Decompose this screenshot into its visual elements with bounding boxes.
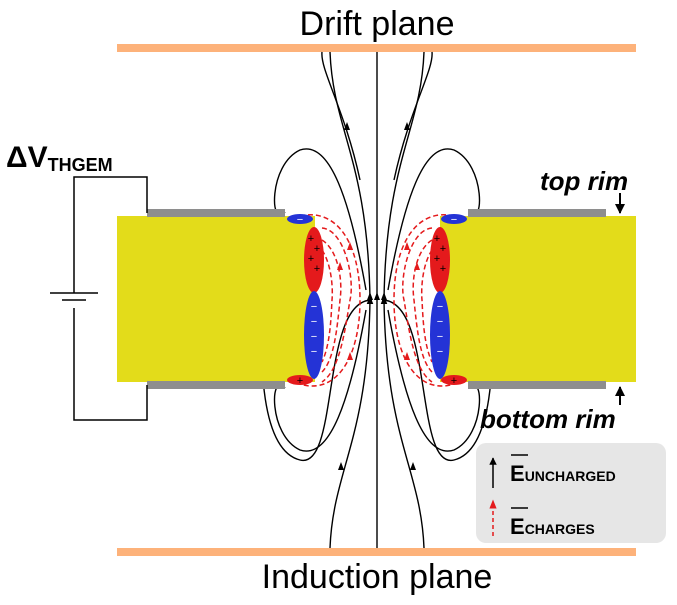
legend-box [476,443,666,543]
drift-plane-label: Drift plane [300,5,455,43]
negative-charge-lower-left [304,291,324,379]
charge-sign: − [311,346,317,358]
positive-charge-bottom-left [287,375,313,385]
negative-charge-lower-right [430,291,450,379]
legend-charges-label: ECHARGES [510,514,595,539]
charge-sign: − [297,214,303,226]
charge-sign: + [314,263,320,275]
thgem-substrate-left [117,216,315,382]
voltage-circuit [50,176,148,421]
voltage-label: ΔVTHGEM [6,141,113,175]
bottom-rim-left [147,381,285,389]
charge-sign: + [314,243,320,255]
negative-charge-top-right [441,214,467,224]
charge-sign: + [434,253,440,265]
charges-field-arrows [337,242,420,360]
charge-sign: − [311,331,317,343]
charge-sign: − [437,316,443,328]
field-loop-left-outer [273,148,367,291]
charge-sign: − [451,214,457,226]
thgem-substrate-right [440,216,636,382]
field-loop-right-outer [387,148,481,291]
negative-charge-top-left [287,214,313,224]
induction-plane-electrode [117,548,636,556]
charge-sign: + [440,263,446,275]
charge-sign: − [311,316,317,328]
legend: EUNCHARGED ECHARGES [476,443,666,543]
charge-sign: + [308,233,314,245]
charges-field-lines [299,214,455,387]
charge-sign: + [434,233,440,245]
charge-sign: + [308,253,314,265]
positive-charge-upper-right [430,227,450,293]
top-rim-label: top rim [540,166,628,196]
legend-uncharged-label: EUNCHARGED [510,461,616,486]
charge-sign: − [437,301,443,313]
charge-sign: + [440,243,446,255]
top-rim-left [147,209,285,217]
charge-sign: + [297,375,303,387]
positive-charge-bottom-right [441,375,467,385]
bottom-rim-right [468,381,606,389]
drift-plane-electrode [117,44,636,52]
charge-sign: − [437,331,443,343]
field-loop-left-bottom [273,309,367,452]
top-rim-right [468,209,606,217]
positive-charge-upper-left [304,227,324,293]
bottom-rim-label: bottom rim [480,404,616,434]
charge-sign: + [451,375,457,387]
field-loop-right-bottom [387,309,481,452]
charge-sign: − [437,346,443,358]
charge-sign: − [311,301,317,313]
induction-plane-label: Induction plane [262,558,493,596]
